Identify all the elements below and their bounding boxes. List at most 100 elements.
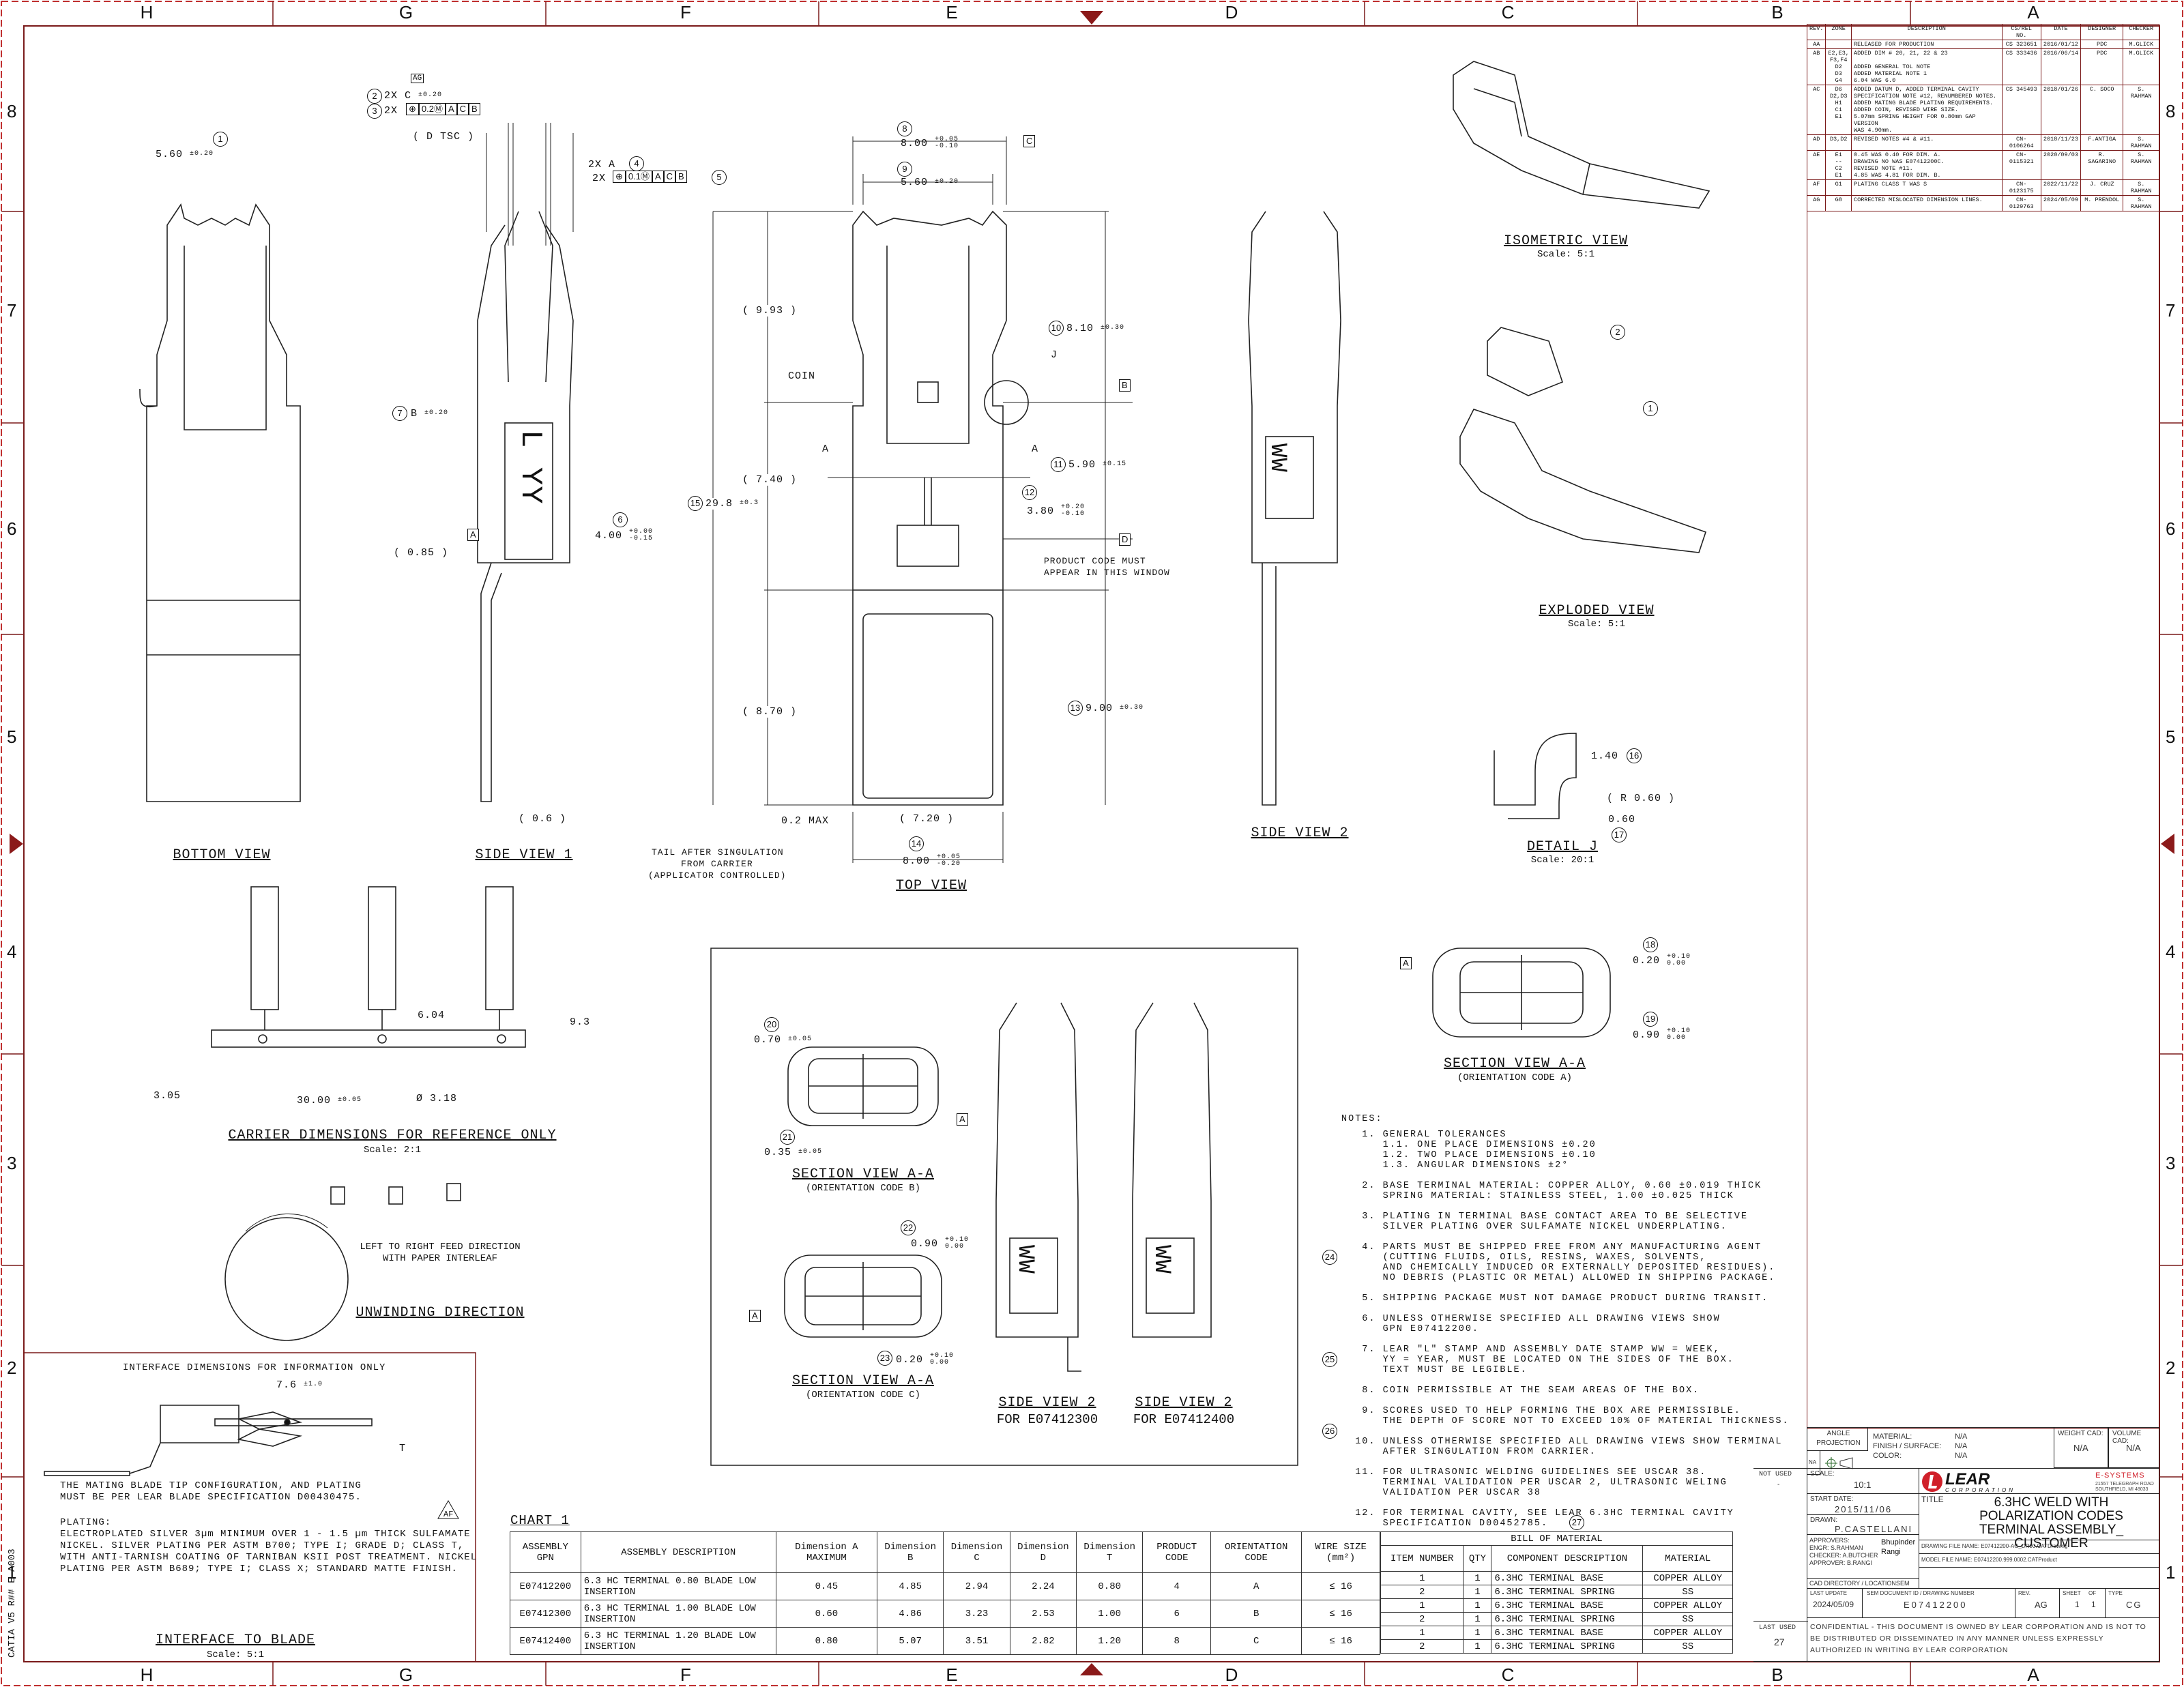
not-used-value: - — [1777, 1481, 1780, 1488]
tail-note-1: TAIL AFTER SINGULATION — [652, 847, 784, 857]
chart1-cell: ≤ 16 — [1301, 1600, 1380, 1628]
side-view-2-e07412300-title: SIDE VIEW 2 — [998, 1395, 1096, 1411]
drawing-number: E07412200 — [1904, 1600, 1968, 1610]
zone-row-2: 2 — [2166, 1358, 2176, 1378]
approver-checker: CHECKER: A.BUTCHER — [1809, 1552, 1878, 1559]
dim-1-40: 1.40 — [1591, 750, 1619, 762]
bom-cell: 1 — [1380, 1571, 1464, 1585]
chart1-cell: E07412300 — [510, 1600, 581, 1628]
material-label: MATERIAL: — [1873, 1433, 1912, 1441]
revision-header-cell: DATE — [2040, 24, 2081, 40]
bom-cell: 6.3HC TERMINAL SPRING — [1491, 1612, 1644, 1626]
balloon-23: 23 — [877, 1351, 892, 1366]
datum-d: D — [1119, 533, 1131, 546]
plating-line-4: PLATING PER ASTM B689; TYPE I; CLASS X; … — [60, 1564, 458, 1574]
carrier-scale: Scale: 2:1 — [363, 1145, 422, 1156]
side-view-2-variants-drawing — [995, 1002, 1212, 1372]
note-line: 6. UNLESS OTHERWISE SPECIFIED ALL DRAWIN… — [1341, 1314, 1721, 1324]
dim-9-93: ( 9.93 ) — [742, 305, 798, 317]
balloon-5: 5 — [712, 170, 727, 185]
revision-cell: CS 333436 — [2001, 48, 2041, 85]
approvers-label: APPROVERS: — [1809, 1537, 1850, 1544]
bom-cell: SS — [1642, 1612, 1733, 1626]
dim-r-0-60: ( R 0.60 ) — [1607, 793, 1676, 804]
dim-30-00: 30.00 ±0.05 — [297, 1095, 362, 1106]
tail-note-2: FROM CARRIER — [681, 859, 753, 869]
plating-line-2: NICKEL. SILVER PLATING PER ASTM B700; TY… — [60, 1540, 465, 1551]
dim-0-2-max: 0.2 MAX — [781, 815, 830, 827]
section-c-title: SECTION VIEW A-A — [791, 1373, 935, 1389]
note-line: SPECIFICATION D00452785. — [1341, 1519, 1549, 1529]
revision-cell: CN-0129763 — [2001, 195, 2041, 211]
drawn-label: DRAWN: — [1810, 1516, 1838, 1524]
balloon-27: 27 — [1569, 1515, 1584, 1530]
lear-logo-icon — [1922, 1471, 1942, 1492]
revision-cell: AG — [1806, 195, 1826, 211]
datum-a-section-c: A — [749, 1310, 761, 1322]
chart1-cell: 4.85 — [877, 1572, 944, 1600]
volume-value: N/A — [2126, 1443, 2141, 1453]
start-date-label: START DATE: — [1810, 1495, 1854, 1503]
note-line: 1.2. TWO PLACE DIMENSIONS ±0.10 — [1341, 1150, 1597, 1160]
dim-0-6: ( 0.6 ) — [519, 813, 567, 825]
balloon-1: 1 — [213, 132, 228, 147]
note-line: 10. UNLESS OTHERWISE SPECIFIED ALL DRAWI… — [1341, 1437, 1783, 1447]
chart1-cell: ≤ 16 — [1301, 1627, 1380, 1655]
isometric-view-drawing — [1453, 61, 1710, 209]
note-line: YY = YEAR, MUST BE LOCATED ON THE SIDES … — [1341, 1355, 1734, 1365]
approver-engr: ENGR: S.RAHMAN — [1809, 1544, 1863, 1551]
revision-cell: C. SOCO — [2080, 85, 2124, 135]
zone-col-a: A — [2027, 1664, 2039, 1685]
section-c-drawing — [784, 1255, 942, 1338]
dim-t-label: T — [399, 1443, 407, 1454]
last-used-value: 27 — [1774, 1637, 1785, 1647]
balloon-13: 13 — [1068, 701, 1083, 716]
side-view-2-e07412300-subtitle: FOR E07412300 — [996, 1412, 1098, 1427]
zone-row-6: 6 — [2166, 518, 2176, 539]
zone-row-3: 3 — [7, 1153, 17, 1173]
balloon-24: 24 — [1322, 1250, 1337, 1265]
ww-stamp-e07412300: WW — [1012, 1245, 1038, 1274]
note-line: 1.3. ANGULAR DIMENSIONS ±2° — [1341, 1160, 1569, 1171]
revision-triangle-af: AF — [443, 1510, 454, 1519]
dim-top-5-60: 5.60 ±0.20 — [901, 177, 959, 188]
coin-label: COIN — [788, 370, 816, 382]
dim-top-8-00: 8.00 +0.05-0.10 — [901, 136, 959, 150]
e-systems-logo: E-SYSTEMS — [2095, 1471, 2145, 1480]
zone-col-c: C — [1501, 2, 1515, 23]
fcf-1-count: 2X — [384, 105, 398, 117]
bom-cell: SS — [1642, 1585, 1733, 1599]
chart1-cell: 6.3 HC TERMINAL 1.20 BLADE LOW INSERTION — [580, 1627, 776, 1655]
revision-header-cell: DESCRIPTION — [1851, 24, 2003, 40]
dim-8-70: ( 8.70 ) — [742, 706, 798, 718]
product-code-note-2: APPEAR IN THIS WINDOW — [1044, 568, 1170, 578]
reel-drawing — [224, 1183, 461, 1341]
zone-row-4: 4 — [7, 941, 17, 962]
detail-j-callout: J — [1051, 349, 1058, 361]
revision-header-cell: DESIGNER — [2080, 24, 2124, 40]
chart1-cell: 0.60 — [775, 1600, 878, 1628]
revision-cell: PDC — [2080, 48, 2124, 85]
note-line — [1341, 1375, 1790, 1385]
balloon-15: 15 — [688, 496, 703, 511]
address-line-1: 21557 TELEGRAPH ROAD — [2095, 1482, 2154, 1486]
bom-cell: 6.3HC TERMINAL SPRING — [1491, 1585, 1644, 1599]
detail-j-scale: Scale: 20:1 — [1530, 855, 1595, 866]
zone-col-g: G — [398, 2, 413, 23]
dim-b: B ±0.20 — [411, 408, 449, 420]
zone-row-7: 7 — [2166, 300, 2176, 321]
dim-7-20: ( 7.20 ) — [899, 813, 955, 825]
note-line: SPRING MATERIAL: STAINLESS STEEL, 1.00 ±… — [1341, 1191, 1734, 1201]
note-line: GPN E07412200. — [1341, 1324, 1480, 1334]
bom-cell: 1 — [1463, 1626, 1492, 1640]
dim-8-10: 8.10 ±0.30 — [1066, 323, 1125, 334]
bom-cell: COPPER ALLOY — [1642, 1598, 1733, 1613]
